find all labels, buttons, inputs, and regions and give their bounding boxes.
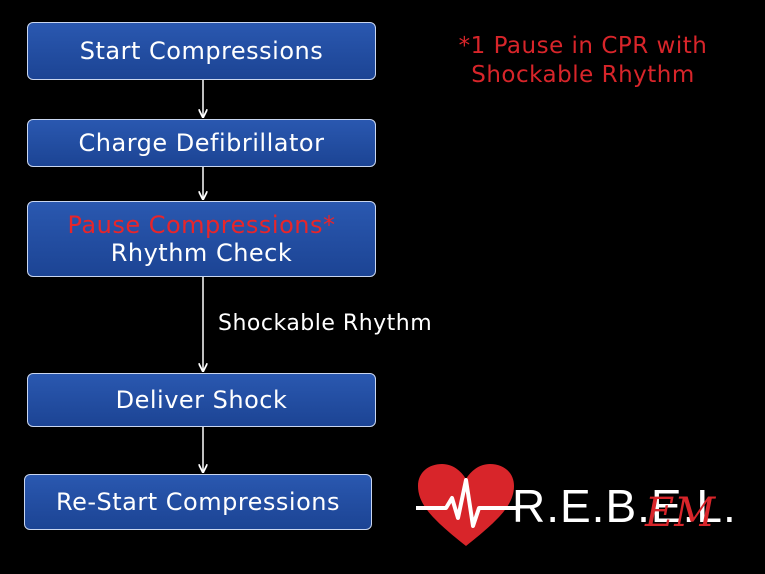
step-charge-defibrillator: Charge Defibrillator: [27, 119, 376, 167]
step-label: Re-Start Compressions: [55, 488, 340, 516]
step-deliver-shock: Deliver Shock: [27, 373, 376, 427]
footnote-line-1: *1 Pause in CPR with: [458, 33, 708, 59]
step-warning-label: Pause Compressions*: [67, 211, 336, 239]
step-label: Deliver Shock: [115, 386, 288, 414]
step-restart-compressions: Re-Start Compressions: [24, 474, 372, 530]
step-label: Charge Defibrillator: [78, 129, 325, 157]
step-label: Rhythm Check: [110, 239, 293, 267]
footnote: *1 Pause in CPR with Shockable Rhythm: [418, 32, 748, 90]
edge-label-shockable-rhythm: Shockable Rhythm: [218, 311, 433, 336]
heart-ecg-icon: [416, 464, 516, 546]
step-rhythm-check: Pause Compressions* Rhythm Check: [27, 201, 376, 277]
step-start-compressions: Start Compressions: [27, 22, 376, 80]
footnote-line-2: Shockable Rhythm: [471, 62, 695, 88]
step-label: Start Compressions: [79, 37, 324, 65]
logo-text: R.E.B.E.L.: [512, 480, 737, 532]
logo-suffix: EM: [645, 490, 716, 536]
